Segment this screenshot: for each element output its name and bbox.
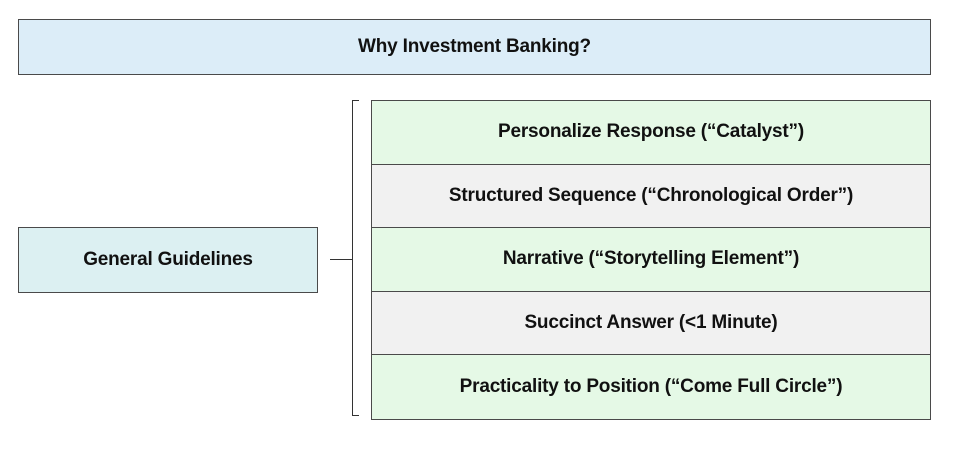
guideline-item-label: Practicality to Position (“Come Full Cir…	[459, 376, 843, 398]
guideline-item-label: Personalize Response (“Catalyst”)	[498, 121, 804, 143]
grouping-bracket	[352, 100, 359, 416]
guideline-item-label: Narrative (“Storytelling Element”)	[502, 248, 800, 270]
guideline-item-narrative: Narrative (“Storytelling Element”)	[372, 228, 930, 292]
guideline-item-practicality-to-position: Practicality to Position (“Come Full Cir…	[372, 355, 930, 419]
guideline-item-structured-sequence: Structured Sequence (“Chronological Orde…	[372, 164, 930, 229]
title-text: Why Investment Banking?	[358, 36, 591, 57]
title-box: Why Investment Banking?	[18, 19, 931, 75]
guideline-item-label: Structured Sequence (“Chronological Orde…	[448, 184, 854, 206]
guidelines-list: Personalize Response (“Catalyst”) Struct…	[371, 100, 931, 420]
guideline-item-label: Succinct Answer (<1 Minute)	[524, 312, 778, 334]
connector-line	[330, 259, 352, 260]
guideline-item-personalize-response: Personalize Response (“Catalyst”)	[372, 101, 930, 165]
guideline-item-succinct-answer: Succinct Answer (<1 Minute)	[372, 291, 930, 356]
general-guidelines-box: General Guidelines	[18, 227, 318, 293]
general-guidelines-label: General Guidelines	[83, 249, 253, 270]
